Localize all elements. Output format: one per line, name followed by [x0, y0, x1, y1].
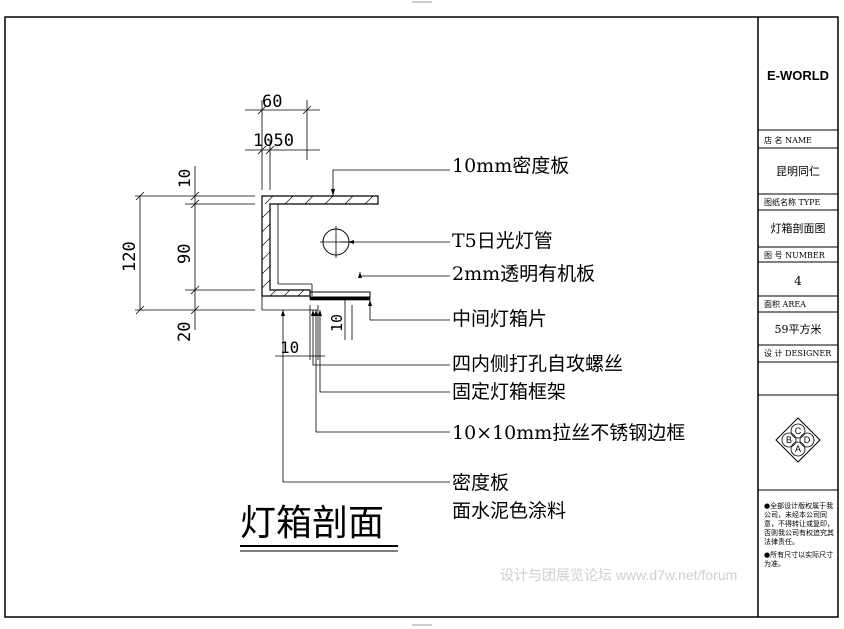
- area-value: 59平方米: [775, 322, 822, 336]
- callout-mdf-10mm: 10mm密度板: [452, 155, 569, 177]
- copyright-note: ●全部设计版权属于我公司，未经本公司同意，不得转让或复印，否则我公司有权追究其法…: [764, 502, 834, 569]
- lightbox-section: [261, 195, 379, 311]
- logo-letter-d: D: [804, 435, 811, 445]
- copyright-note-1: ●全部设计版权属于我公司，未经本公司同意，不得转让或复印，否则我公司有权追究其法…: [764, 502, 834, 546]
- company-logo: C B D A: [775, 417, 821, 463]
- callout-middle-sheet: 中间灯箱片: [452, 308, 547, 330]
- dim-120: 120: [120, 241, 140, 272]
- dimension-lines: [135, 100, 353, 360]
- dim-1050: 1050: [253, 131, 294, 151]
- dim-bottom-10b: 10: [328, 314, 346, 332]
- type-label: 图纸名称 TYPE: [764, 197, 821, 207]
- logo-letter-a: A: [795, 444, 801, 454]
- number-value: 4: [794, 274, 802, 288]
- callout-steel-edge: 10×10mm拉丝不锈钢边框: [452, 422, 685, 444]
- type-value: 灯箱剖面图: [771, 221, 826, 235]
- brand-name: E-WORLD: [767, 68, 829, 83]
- shop-label: 店 名 NAME: [764, 135, 812, 145]
- area-label: 面积 AREA: [764, 299, 806, 309]
- copyright-note-2: ●所有尺寸以实际尺寸为准。: [764, 551, 834, 568]
- callout-screws: 四内侧打孔自攻螺丝: [452, 353, 623, 375]
- number-label: 图 号 NUMBER: [764, 251, 826, 260]
- logo-letter-c: C: [795, 426, 802, 436]
- callout-t5-tube: T5日光灯管: [452, 230, 553, 252]
- callout-frame: 固定灯箱框架: [452, 381, 566, 403]
- sheet-border: [4, 16, 839, 618]
- dim-bottom-10: 10: [280, 338, 299, 357]
- logo-letter-b: B: [786, 435, 792, 445]
- watermark: 设计与团展览论坛 www.d7w.net/forum: [500, 567, 737, 583]
- dim-20: 20: [175, 322, 195, 342]
- leader-lines: [282, 169, 450, 483]
- drawing-title: 灯箱剖面: [240, 503, 384, 544]
- callout-paint: 面水泥色涂料: [452, 500, 566, 522]
- shop-value: 昆明同仁: [776, 165, 820, 178]
- callout-acrylic: 2mm透明有机板: [452, 263, 595, 285]
- dim-90: 90: [175, 244, 195, 264]
- designer-label: 设 计 DESIGNER: [764, 348, 832, 358]
- callout-mdf: 密度板: [452, 472, 509, 494]
- dim-60: 60: [262, 92, 282, 112]
- dim-left-10: 10: [175, 169, 194, 188]
